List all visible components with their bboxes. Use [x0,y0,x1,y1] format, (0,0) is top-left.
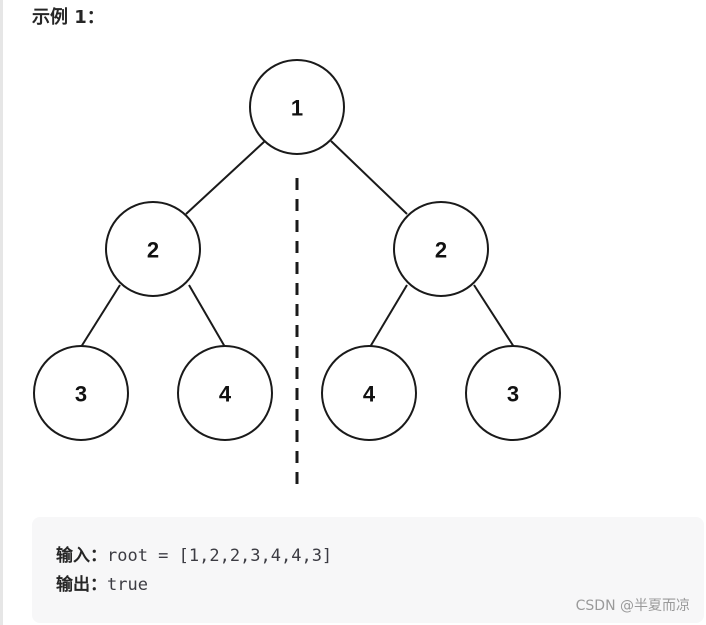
example-code-block: 输入：root = [1,2,2,3,4,4,3] 输出：true [32,517,704,623]
example-heading: 示例 1： [32,7,105,28]
left-border [0,0,3,625]
edge-root-left [185,140,266,215]
tree-node-left: 2 [105,201,201,297]
example-output-line: 输出：true [56,573,148,597]
tree-node-label: 3 [507,382,519,407]
example-input-line: 输入：root = [1,2,2,3,4,4,3] [56,544,332,568]
input-value: root = [1,2,2,3,4,4,3] [107,546,333,566]
tree-node-label: 2 [435,238,447,263]
edge-root-right [330,140,408,215]
output-label: 输出： [56,575,107,595]
tree-node-label: 2 [147,238,159,263]
binary-tree-diagram: 1 2 2 3 4 4 3 [33,59,561,492]
output-value: true [107,575,148,595]
edge-right-rightright [473,284,515,348]
csdn-watermark: CSDN @半夏而凉 [575,598,690,614]
edge-left-leftleft [80,284,121,348]
tree-node-left-right: 4 [177,345,273,441]
tree-node-right-left: 4 [321,345,417,441]
tree-node-right-right: 3 [465,345,561,441]
tree-node-right: 2 [393,201,489,297]
tree-node-label: 3 [75,382,87,407]
tree-node-root: 1 [249,59,345,155]
tree-node-label: 4 [219,382,232,407]
input-label: 输入： [56,546,107,566]
tree-node-left-left: 3 [33,345,129,441]
edge-left-leftright [188,284,226,348]
tree-node-label: 4 [363,382,376,407]
edge-right-rightleft [369,284,408,348]
tree-node-label: 1 [291,96,303,121]
